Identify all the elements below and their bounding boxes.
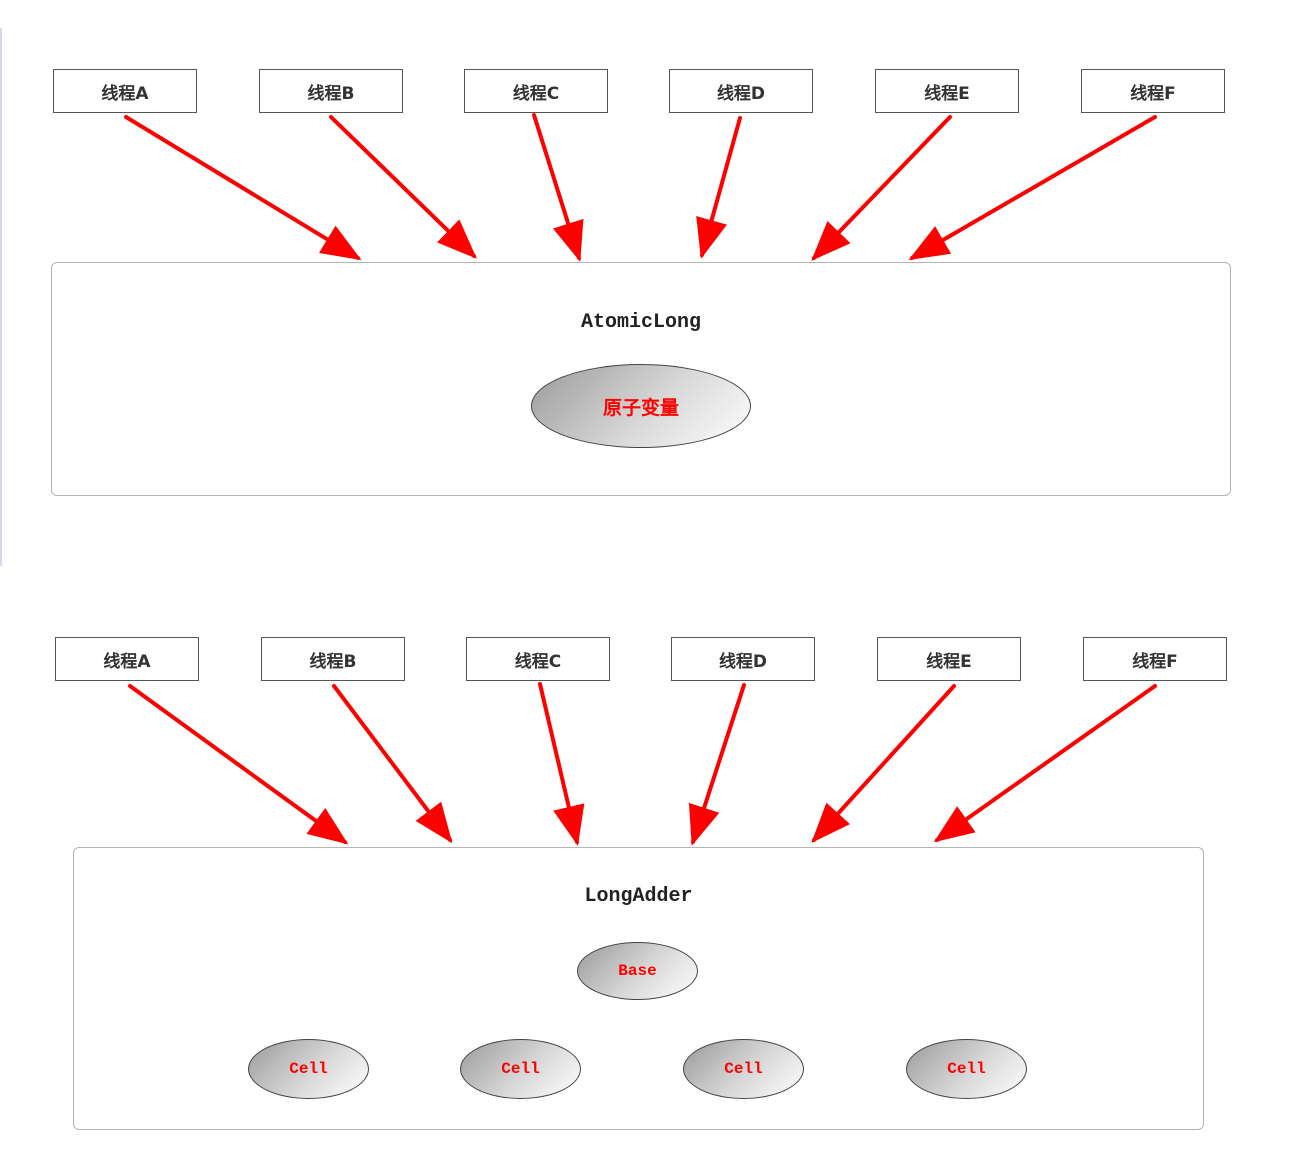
thread-e-box: 线程E — [875, 69, 1019, 113]
cell-node: Cell — [906, 1039, 1027, 1099]
arrow-thread-c — [532, 113, 584, 262]
atomiclong-title: AtomicLong — [580, 311, 702, 334]
base-node: Base — [577, 942, 698, 1000]
cell-node: Cell — [460, 1039, 581, 1099]
thread-c-box: 线程C — [464, 69, 608, 113]
thread-d-box: 线程D — [671, 637, 815, 681]
cell-node: Cell — [248, 1039, 369, 1099]
thread-f-box: 线程F — [1083, 637, 1227, 681]
atomiclong-container: AtomicLong 原子变量 — [51, 262, 1231, 496]
longadder-container: LongAdder Base Cell Cell Cell Cell — [73, 847, 1204, 1130]
thread-e-box: 线程E — [877, 637, 1021, 681]
thread-b-box: 线程B — [259, 69, 403, 113]
thread-d-box: 线程D — [669, 69, 813, 113]
thread-a-box: 线程A — [55, 637, 199, 681]
thread-a-box: 线程A — [53, 69, 197, 113]
arrow-thread-b — [329, 115, 477, 259]
arrow-thread-c — [538, 682, 585, 846]
arrow-thread-d — [688, 683, 746, 846]
thread-b-box: 线程B — [261, 637, 405, 681]
arrow-thread-b — [332, 684, 453, 844]
arrow-thread-d — [696, 116, 742, 259]
cell-node: Cell — [683, 1039, 804, 1099]
atomic-variable-node: 原子变量 — [531, 364, 751, 448]
thread-c-box: 线程C — [466, 637, 610, 681]
arrow-thread-a — [124, 115, 362, 261]
thread-f-box: 线程F — [1081, 69, 1225, 113]
longadder-title: LongAdder — [584, 885, 693, 908]
arrow-thread-f — [908, 115, 1157, 261]
longadder-arrows — [128, 682, 1157, 846]
arrow-thread-a — [128, 684, 349, 845]
arrow-thread-e — [811, 115, 952, 261]
arrow-thread-f — [933, 684, 1157, 843]
arrow-thread-e — [811, 684, 956, 843]
left-border-line — [0, 28, 2, 566]
atomiclong-arrows — [124, 113, 1157, 262]
